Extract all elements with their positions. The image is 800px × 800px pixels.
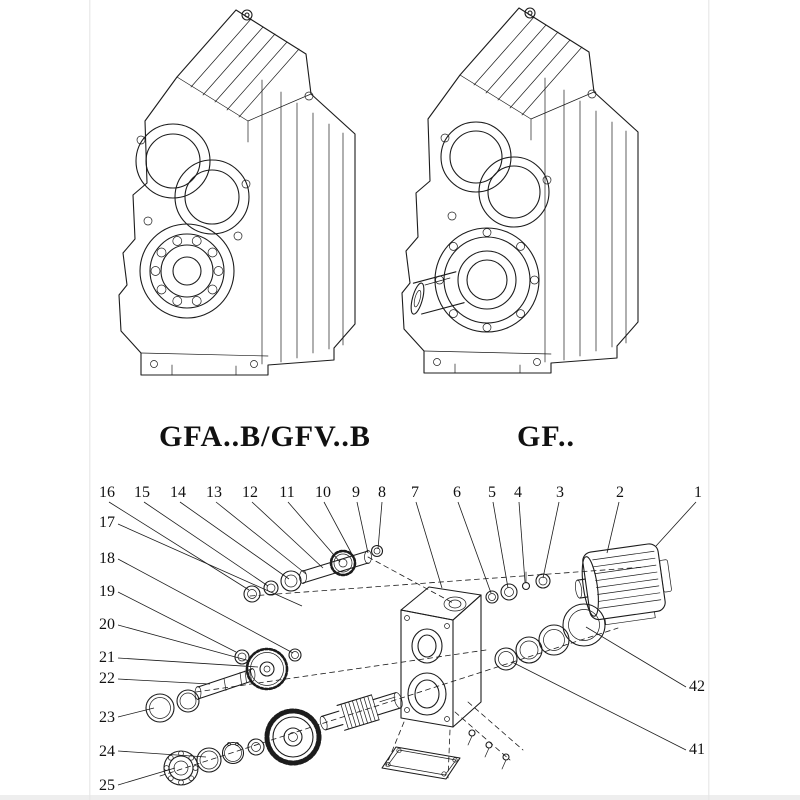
intermediate-gear	[245, 647, 289, 691]
hollow-shaft-bearing	[139, 223, 235, 319]
callout-5: 5	[488, 484, 496, 501]
model-label-right: GF..	[517, 420, 575, 453]
callout-20: 20	[99, 616, 115, 633]
leader-lines-left	[117, 523, 303, 786]
intermediate-gear-assembly	[194, 647, 302, 700]
upper-bore	[440, 121, 512, 193]
callout-7: 7	[411, 484, 419, 501]
input-side-fasteners	[485, 571, 551, 604]
housing-part	[400, 586, 482, 728]
callout-4: 4	[514, 484, 522, 501]
input-pinion-gear	[329, 549, 357, 577]
model-label-left: GFA..B/GFV..B	[159, 420, 371, 453]
seal-rings	[145, 689, 200, 723]
gasket-plate	[381, 746, 461, 780]
lower-bore	[174, 159, 250, 235]
upper-bore	[135, 123, 211, 199]
lifting-screw-icon	[524, 7, 536, 19]
callout-12: 12	[242, 484, 258, 501]
callout-25: 25	[99, 777, 115, 794]
leader-lines-right	[511, 626, 687, 751]
output-shaft	[410, 271, 465, 315]
right-gearbox-figure	[401, 7, 639, 374]
callout-24: 24	[99, 743, 115, 760]
output-bearing-group	[163, 738, 265, 786]
callout-22: 22	[99, 670, 115, 687]
callout-10: 10	[315, 484, 331, 501]
lower-bore	[478, 156, 550, 228]
callout-14: 14	[170, 484, 186, 501]
motor-part	[574, 543, 672, 626]
callout-17: 17	[99, 514, 115, 531]
page-edge-left	[89, 0, 91, 800]
callout-9: 9	[352, 484, 360, 501]
output-shaft-part	[319, 692, 403, 731]
leader-lines-top	[108, 501, 697, 594]
input-shaft-assembly	[243, 544, 384, 603]
callout-1: 1	[694, 484, 702, 501]
output-gear-part	[264, 708, 322, 766]
callout-13: 13	[206, 484, 222, 501]
callout-16: 16	[99, 484, 115, 501]
exploded-diagram: 16 15 14 13 12 11 10 9 8 7 6 5 4 3 2 1 1…	[99, 484, 705, 794]
callout-41: 41	[689, 741, 705, 758]
callout-11: 11	[279, 484, 294, 501]
callout-6: 6	[453, 484, 461, 501]
mounting-bolts	[467, 729, 510, 770]
left-gearbox-figure	[118, 9, 356, 376]
callout-2: 2	[616, 484, 624, 501]
callout-42: 42	[689, 678, 705, 695]
callout-23: 23	[99, 709, 115, 726]
output-side-rings	[494, 603, 606, 671]
output-flange	[434, 227, 540, 333]
callout-19: 19	[99, 583, 115, 600]
callout-3: 3	[556, 484, 564, 501]
page-edge-right	[708, 0, 710, 800]
callout-18: 18	[99, 550, 115, 567]
callout-21: 21	[99, 649, 115, 666]
callout-15: 15	[134, 484, 150, 501]
lifting-screw-icon	[241, 9, 253, 21]
callout-8: 8	[378, 484, 386, 501]
page-edge-bottom	[0, 795, 800, 800]
